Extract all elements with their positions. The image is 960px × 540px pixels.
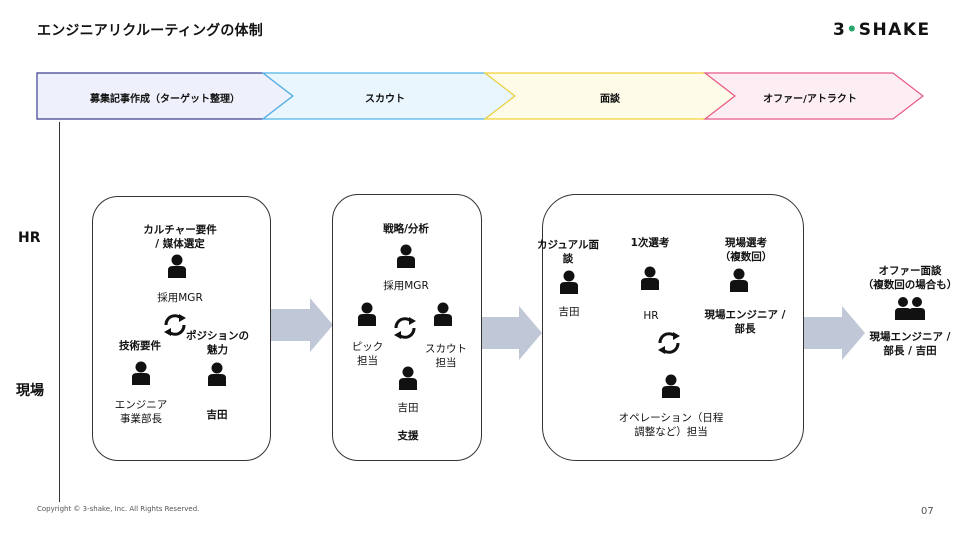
page-title: エンジニアリクルーティングの体制 [37, 23, 263, 39]
person-icon [399, 366, 417, 390]
person-icon [168, 254, 186, 278]
person-icon [641, 266, 659, 290]
axis-line [59, 122, 60, 502]
box3-first-title: 1次選考 [630, 237, 670, 249]
company-logo: 3•SHAKE [833, 20, 931, 40]
box3-casual-person: 吉田 [558, 306, 580, 318]
row-label-hr: HR [18, 230, 41, 246]
person-icon [132, 361, 150, 385]
person-icon [397, 244, 415, 268]
flow-arrow-2 [481, 306, 542, 360]
person-icon [434, 302, 452, 326]
box1-left-person: エンジニア 事業部長 [114, 399, 168, 425]
phase-label-1: 募集記事作成（ターゲット整理） [90, 94, 240, 105]
box3-first-person: HR [643, 310, 659, 322]
row-label-field: 現場 [16, 383, 44, 399]
phase-label-4: オファー/アトラクト [763, 94, 857, 105]
box1-top-person: 採用MGR [157, 292, 203, 304]
flow-arrow-3 [803, 306, 865, 360]
people-icon [895, 297, 925, 320]
box-interview [542, 194, 804, 461]
box3-field-person: 現場エンジニア / 部長 [704, 309, 786, 335]
box-job-posting [92, 196, 271, 461]
box1-right-title: ポジションの 魅力 [186, 330, 249, 356]
box2-right-person: スカウト 担当 [425, 343, 467, 369]
offer-title: オファー面談 （複数回の場合も） [862, 265, 958, 291]
box2-top-person: 採用MGR [383, 280, 429, 292]
phase-label-3: 面談 [600, 94, 620, 105]
phase-label-2: スカウト [365, 94, 405, 105]
box2-left-person: ピック 担当 [351, 341, 384, 367]
person-icon [560, 270, 578, 294]
box3-ops-person: オペレーション（日程 調整など）担当 [618, 412, 724, 438]
box2-bottom-title: 支援 [397, 430, 419, 442]
person-icon [662, 374, 680, 398]
cycle-icon [658, 332, 680, 354]
logo-dot: • [846, 20, 859, 40]
person-icon [730, 268, 748, 292]
person-icon [208, 362, 226, 386]
box3-field-title: 現場選考 （複数回） [719, 237, 773, 263]
flow-arrow-1 [271, 298, 333, 352]
box1-left-title: 技術要件 [119, 340, 161, 352]
offer-person: 現場エンジニア / 部長 / 吉田 [869, 331, 951, 357]
cycle-icon [394, 317, 416, 339]
logo-prefix: 3 [833, 20, 847, 40]
person-icon [358, 302, 376, 326]
box1-top-title: カルチャー要件 / 媒体選定 [143, 224, 217, 250]
phase-chevron-4 [703, 72, 924, 120]
box1-right-person: 吉田 [206, 409, 228, 421]
copyright: Copyright © 3-shake, Inc. All Rights Res… [37, 505, 200, 513]
logo-suffix: SHAKE [858, 20, 931, 40]
cycle-icon [164, 314, 186, 336]
box-scout [332, 194, 482, 461]
page-number: 07 [921, 506, 934, 517]
box3-casual-title: カジュアル面 談 [537, 239, 599, 265]
box2-top-title: 戦略/分析 [383, 223, 429, 235]
box2-bottom-person: 吉田 [397, 402, 419, 414]
